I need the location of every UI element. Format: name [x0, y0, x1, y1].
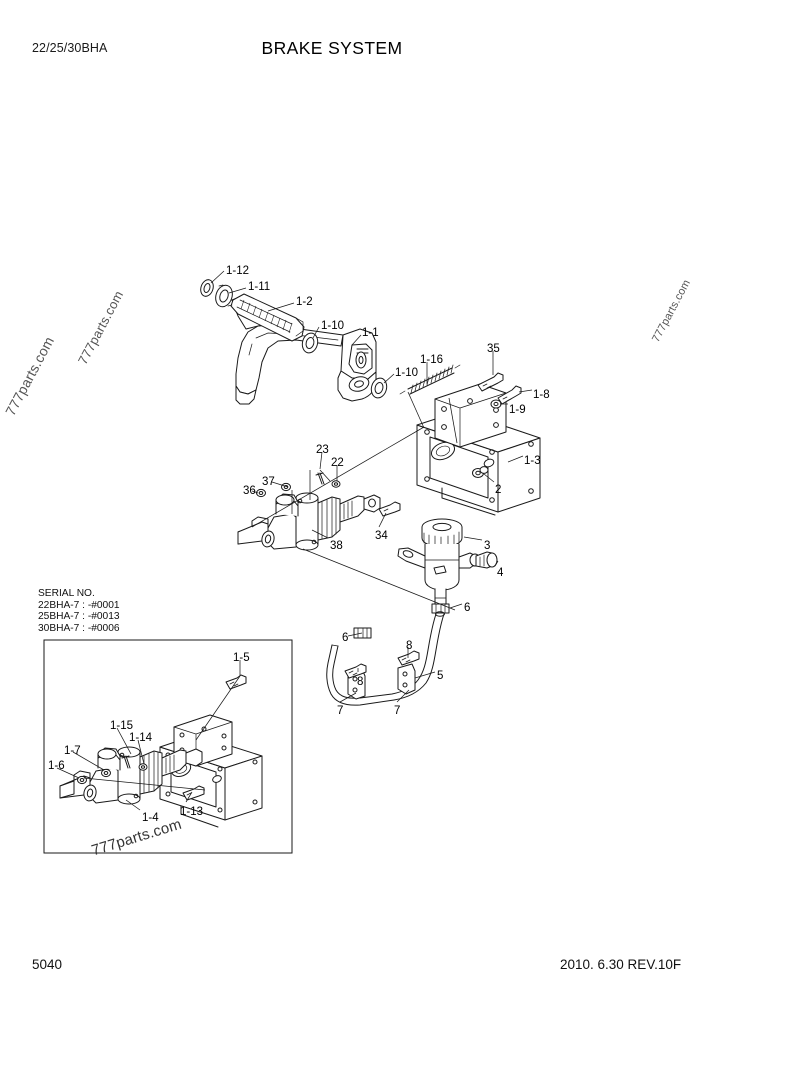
callout-23: 23 [316, 444, 329, 456]
model-designation: 22/25/30BHA [32, 41, 108, 55]
serial-heading: SERIAL NO. [38, 588, 95, 599]
callout-36: 36 [243, 485, 256, 497]
serial-line-2: 25BHA-7 : -#0013 [38, 611, 120, 623]
callout-38: 38 [330, 540, 343, 552]
callout-inset-1-13: 1-13 [180, 806, 204, 818]
callout-22: 22 [331, 457, 344, 469]
inset-detail-border [43, 639, 293, 854]
pedal-pad-group [230, 293, 305, 342]
callout-inset-1-7: 1-7 [64, 745, 81, 757]
callout-inset-1-15: 1-15 [110, 720, 134, 732]
callout-6-upper: 6 [464, 602, 471, 614]
inset-fastener-1-7 [101, 768, 111, 778]
callout-1-9: 1-9 [509, 404, 526, 416]
callout-1-8: 1-8 [533, 389, 550, 401]
inset-fastener-1-14 [138, 763, 148, 771]
callout-inset-1-5: 1-5 [233, 652, 250, 664]
inset-detail-contents [56, 660, 263, 828]
callout-37: 37 [262, 476, 275, 488]
page-title: BRAKE SYSTEM [261, 38, 403, 58]
callout-1-16: 1-16 [420, 354, 444, 366]
fastener-37 [281, 482, 291, 492]
callout-1-12: 1-12 [226, 265, 250, 277]
callout-6-lower: 6 [342, 632, 349, 644]
brake-hose-5 [326, 611, 445, 706]
callout-35: 35 [487, 343, 500, 355]
callout-1-10-lower: 1-10 [395, 367, 419, 379]
master-cylinder-assembly [237, 492, 381, 551]
callout-inset-1-4: 1-4 [142, 812, 159, 824]
callout-2: 2 [495, 484, 502, 496]
fastener-2 [472, 466, 489, 478]
bracket-7-right [397, 663, 416, 695]
callout-1-1: 1-1 [362, 327, 379, 339]
callout-1-10-upper: 1-10 [321, 320, 345, 332]
callout-1-11: 1-11 [248, 281, 271, 293]
callout-7-left: 7 [337, 705, 344, 717]
cotter-pin-23 [315, 472, 325, 485]
callout-8-upper: 8 [406, 640, 413, 652]
fitting-4 [475, 551, 498, 569]
callout-3: 3 [484, 540, 491, 552]
callout-1-3: 1-3 [524, 455, 541, 467]
fastener-8-upper [397, 650, 420, 666]
callout-4: 4 [497, 567, 504, 579]
serial-line-3: 30BHA-7 : -#0006 [38, 622, 120, 634]
revision-stamp: 2010. 6.30 REV.10F [560, 957, 682, 972]
serial-number-note: SERIAL NO. 22BHA-7 : -#0001 25BHA-7 : -#… [38, 588, 120, 634]
fastener-1-9 [490, 399, 502, 409]
fastener-35 [477, 372, 504, 392]
fastener-1-8 [497, 385, 522, 405]
return-spring [399, 364, 461, 395]
callout-7-right: 7 [394, 705, 401, 717]
fastener-8-lower [344, 663, 367, 679]
reservoir-assembly [397, 518, 481, 611]
pedal-mount-bracket [416, 383, 541, 516]
clamp-6-lower [353, 627, 372, 639]
inset-fastener-1-6 [77, 775, 87, 785]
callout-5: 5 [437, 670, 444, 682]
callout-34: 34 [375, 530, 388, 542]
fastener-22 [331, 480, 341, 488]
bushing-group [200, 279, 388, 399]
page-number: 5040 [32, 957, 63, 972]
fastener-36 [256, 488, 266, 498]
inset-cotter-pin-1-15 [121, 755, 131, 769]
callout-8-lower: 8 [357, 676, 364, 688]
callout-1-2: 1-2 [296, 296, 313, 308]
fastener-34 [378, 501, 401, 517]
callout-inset-1-6: 1-6 [48, 760, 65, 772]
callout-inset-1-14: 1-14 [129, 732, 153, 744]
leader-lines-main [210, 270, 533, 703]
serial-line-1: 22BHA-7 : -#0001 [38, 599, 120, 611]
